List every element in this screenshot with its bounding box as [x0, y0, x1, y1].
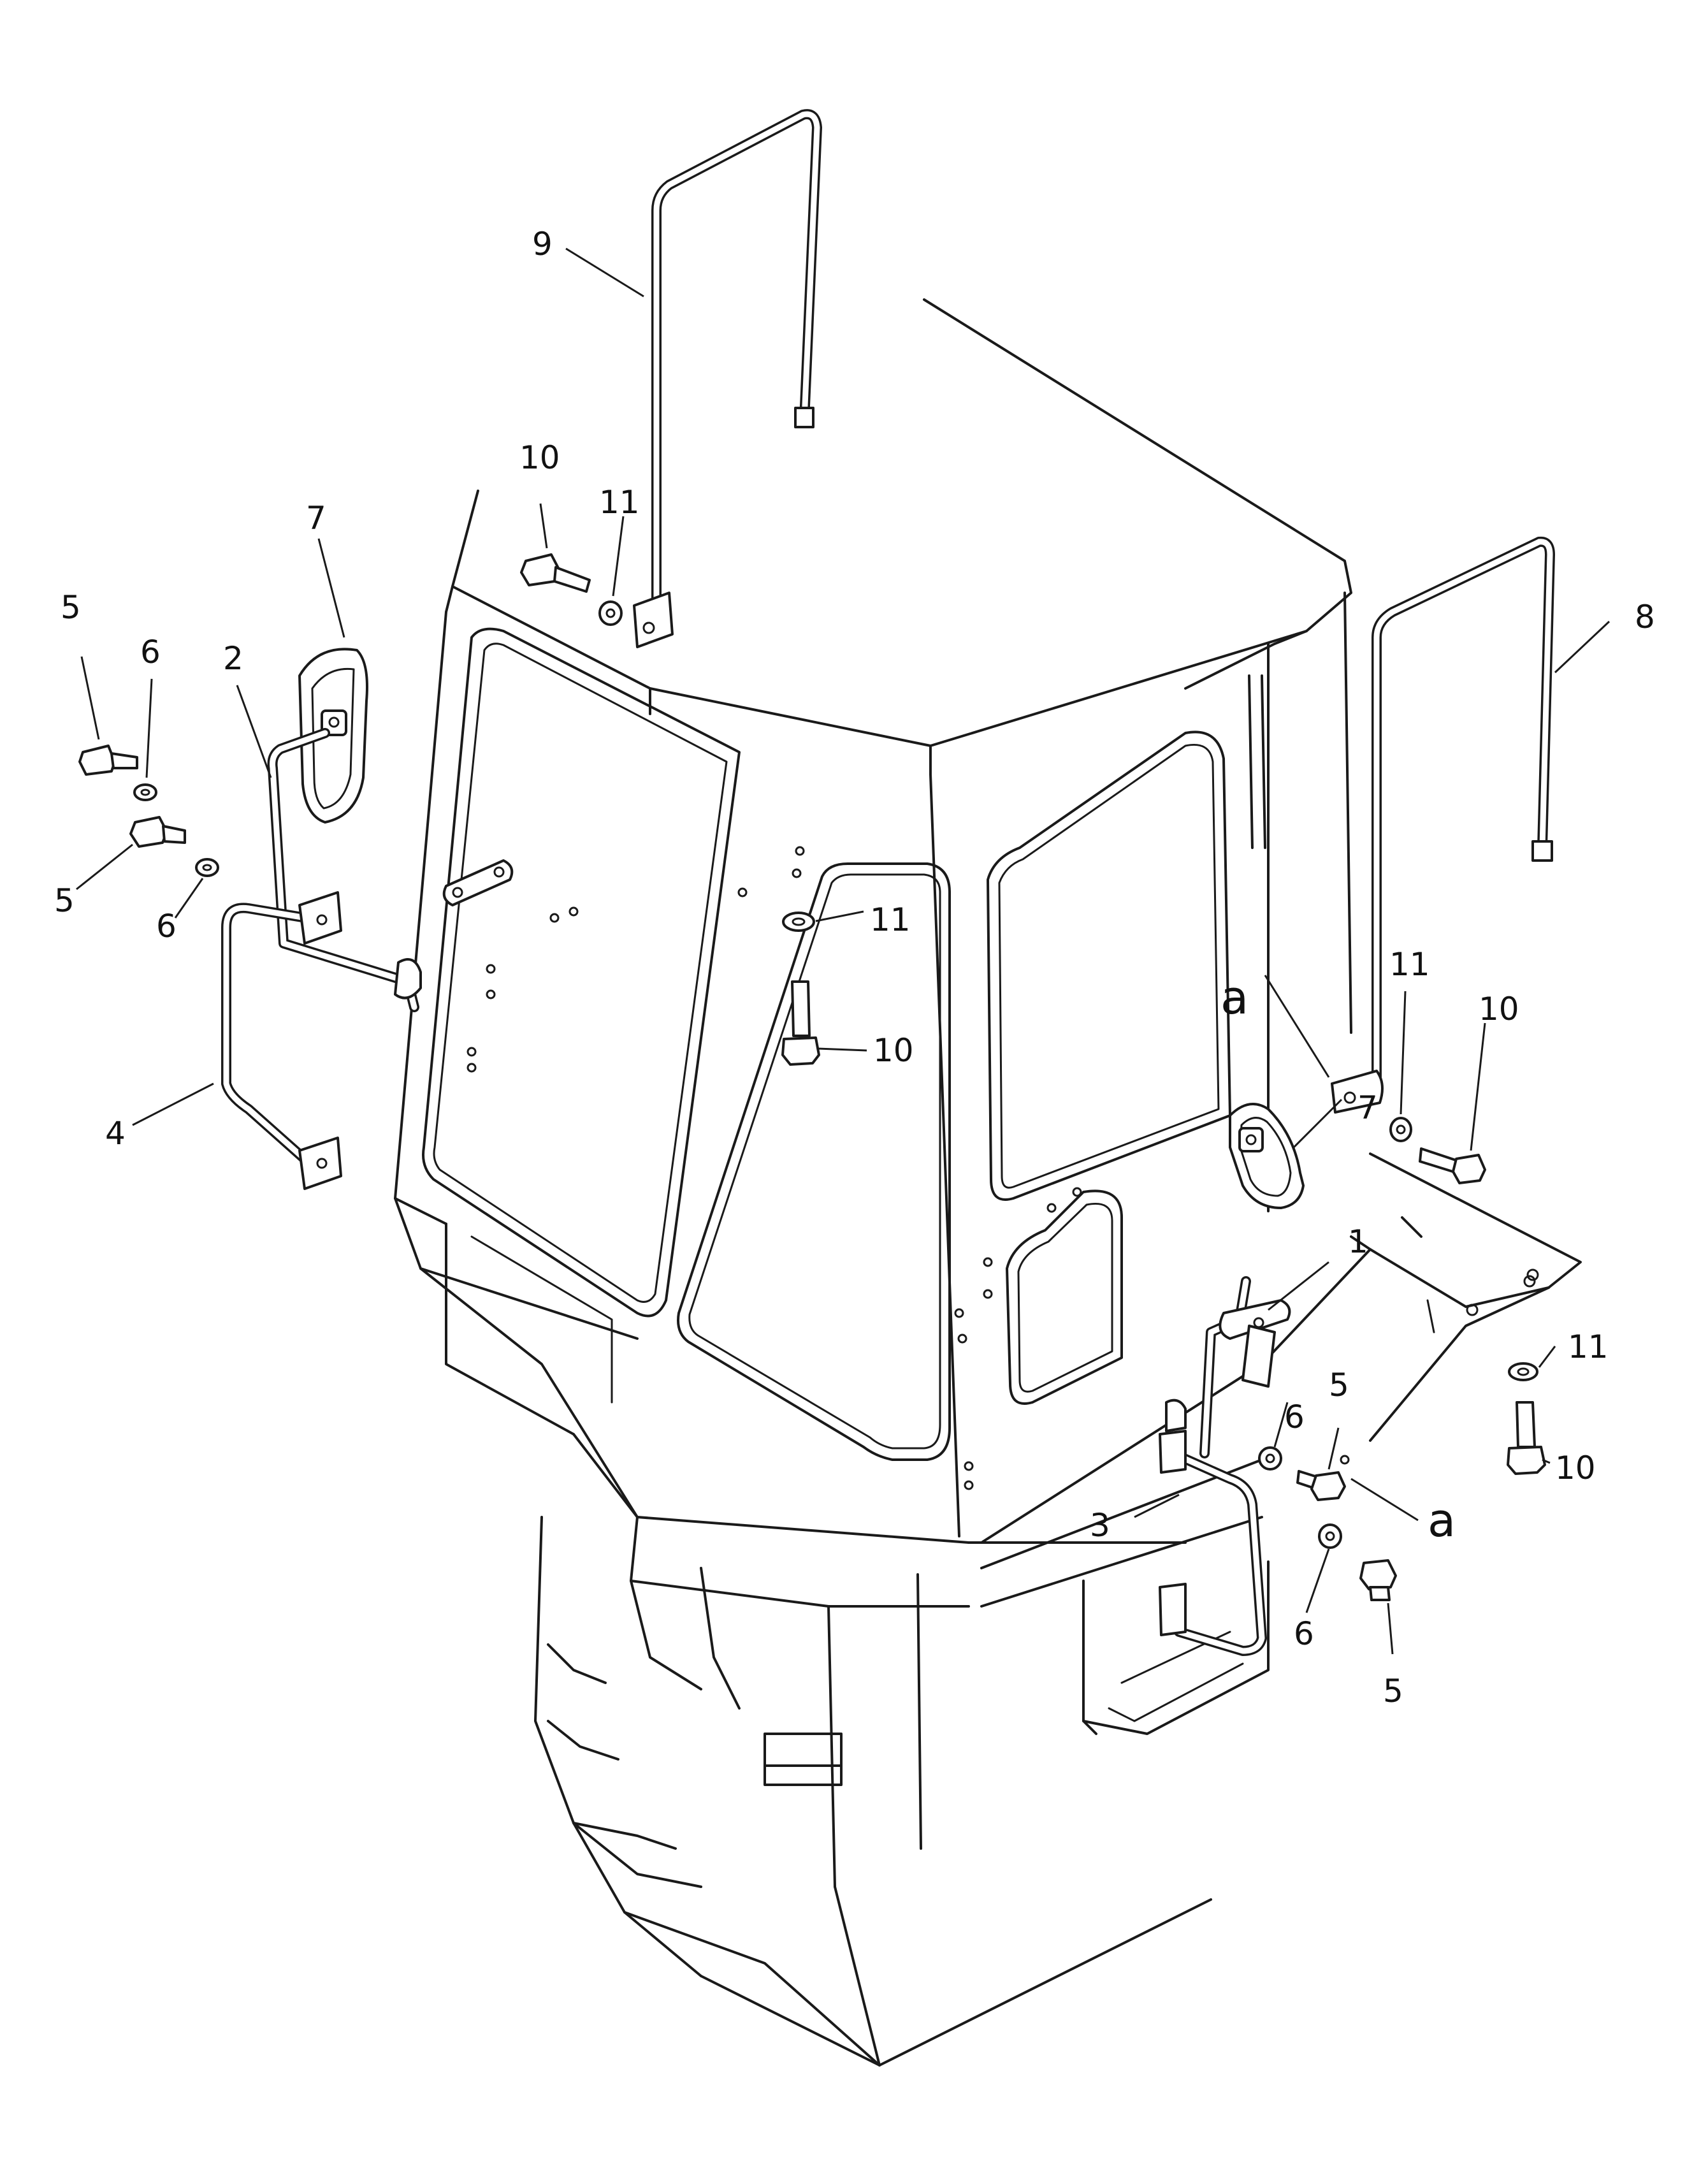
- callout-6-right-upper: 6: [1284, 1399, 1305, 1435]
- callout-10-right: 10: [1479, 991, 1519, 1028]
- washer-6-upper: [133, 783, 157, 801]
- callout-2: 2: [223, 640, 243, 677]
- bolt-10-top: [520, 553, 591, 593]
- washer-6-lower: [195, 858, 219, 877]
- washer-11-mid: [782, 912, 815, 932]
- leader-lines: [76, 247, 1610, 1655]
- bolt-5-right-upper: [1296, 1470, 1346, 1501]
- callout-6-right-lower: 6: [1294, 1615, 1314, 1652]
- callout-5-upper-left: 5: [61, 589, 81, 626]
- callout-11-top: 11: [599, 484, 640, 521]
- callout-11-right: 11: [1389, 946, 1430, 983]
- mirror-stay-2: [267, 728, 514, 1012]
- callout-6-lower-left: 6: [156, 908, 177, 945]
- callout-10-mid: 10: [873, 1032, 914, 1069]
- grab-handle-3: [1159, 1399, 1267, 1656]
- bolt-5-lower: [129, 816, 186, 848]
- callout-3: 3: [1090, 1507, 1110, 1544]
- grab-handle-4: [221, 891, 342, 1190]
- mounting-holes: [467, 846, 1350, 1490]
- reference-mark-a-lower: a: [1428, 1493, 1456, 1547]
- cab-body: [394, 298, 1371, 1569]
- handrail-9: [633, 109, 822, 648]
- callout-1: 1: [1348, 1223, 1368, 1260]
- callout-10-top: 10: [519, 439, 560, 476]
- callout-9: 9: [532, 226, 553, 263]
- bolt-5-upper: [78, 745, 138, 776]
- washer-11-top: [598, 600, 623, 626]
- mirror-right: [1229, 1103, 1305, 1209]
- callout-6-upper-left: 6: [140, 634, 161, 671]
- callout-labels: 1 2 3 4 5 5 5 5 6 6 6 6 7 7 8 9 10 10 10…: [54, 226, 1655, 1710]
- washer-6-right-lower: [1318, 1523, 1342, 1549]
- callout-7-right: 7: [1357, 1089, 1378, 1126]
- washer-11-fender: [1508, 1362, 1538, 1381]
- callout-5-right-upper: 5: [1329, 1367, 1349, 1404]
- handrail-8: [1331, 536, 1555, 1281]
- reference-mark-a-upper: a: [1220, 971, 1248, 1024]
- callout-11-mid: 11: [870, 901, 911, 938]
- callout-4: 4: [105, 1115, 126, 1152]
- chassis: [534, 1516, 1263, 2067]
- callout-8: 8: [1635, 599, 1655, 636]
- bolt-5-right-lower: [1359, 1559, 1397, 1601]
- mirror-stay-1: [1199, 1276, 1291, 1458]
- callout-11-fender: 11: [1568, 1328, 1609, 1365]
- bolt-10-fender: [1507, 1401, 1546, 1475]
- washer-6-right-upper: [1258, 1446, 1282, 1471]
- right-fender: [1082, 1152, 1582, 1735]
- washer-11-right: [1389, 1117, 1412, 1142]
- callout-10-fender: 10: [1555, 1450, 1596, 1486]
- bolt-10-right: [1419, 1147, 1486, 1184]
- callout-5-lower-left: 5: [54, 882, 75, 919]
- bolt-10-mid: [781, 980, 820, 1066]
- callout-5-right-lower: 5: [1383, 1673, 1403, 1710]
- callout-7-left: 7: [306, 500, 326, 537]
